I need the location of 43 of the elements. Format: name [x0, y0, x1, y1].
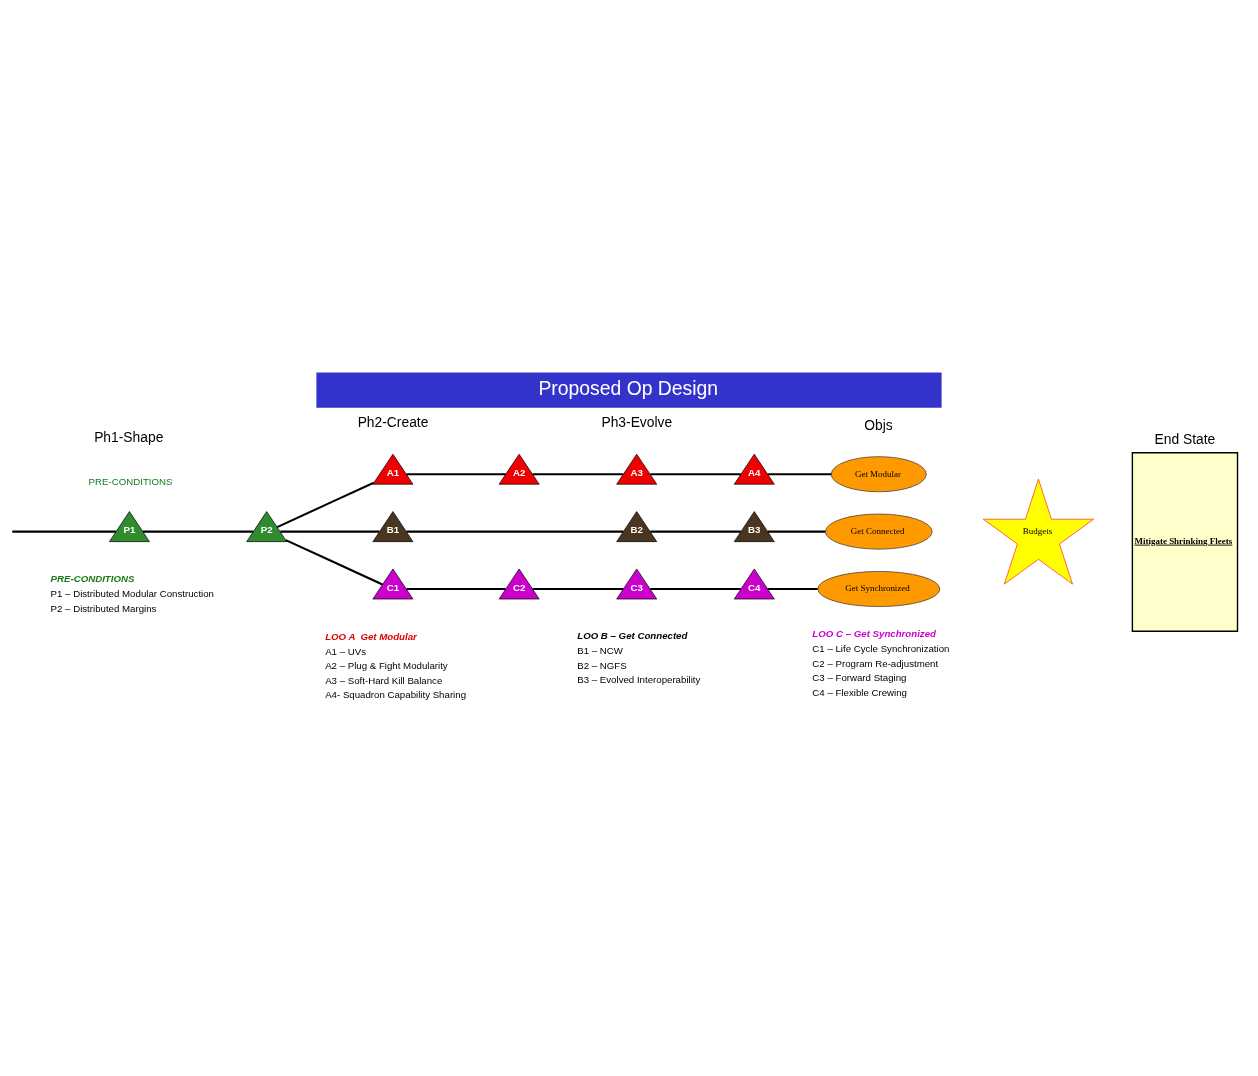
node-label: End State	[1154, 430, 1216, 447]
label: Ph3-Evolve	[601, 414, 673, 431]
label: PRE-CONDITIONS	[50, 573, 135, 585]
connector	[276, 481, 375, 529]
connector	[650, 473, 741, 476]
label: B2 – NGFS	[577, 659, 627, 671]
connector	[532, 587, 624, 591]
label: Ph1-Shape	[94, 429, 164, 446]
label: LOO C – Get Synchronized	[812, 627, 936, 639]
connector	[280, 530, 380, 533]
diagram-title: Proposed Op Design	[538, 377, 719, 400]
label: LOO A Get Modular	[325, 630, 417, 642]
connector	[406, 587, 506, 591]
node-ellipse: Get Synchronized	[817, 571, 941, 607]
connector	[532, 473, 624, 476]
connector	[285, 539, 383, 586]
label: P2 – Distributed Margins	[50, 602, 157, 614]
connector	[650, 530, 741, 533]
connector	[650, 587, 741, 591]
connector	[12, 530, 116, 533]
label: B1 – NCW	[577, 645, 623, 657]
label: A4- Squadron Capability Sharing	[325, 689, 467, 701]
connector	[767, 587, 818, 591]
node-ellipse: Get Connected	[825, 513, 933, 550]
label: P1 – Distributed Modular Construction	[50, 588, 215, 600]
node-ellipse: Get Modular	[830, 456, 927, 493]
label: A1 – UVs	[325, 645, 366, 657]
label: Ph2-Create	[357, 414, 429, 431]
label: C3 – Forward Staging	[812, 672, 907, 684]
connector	[767, 530, 826, 533]
connector	[142, 530, 254, 533]
label: C4 – Flexible Crewing	[812, 686, 907, 698]
connector	[767, 473, 832, 476]
label: Objs	[864, 416, 893, 433]
label: C1 – Life Cycle Synchronization	[812, 643, 950, 655]
label: C2 – Program Re-adjustment	[812, 657, 939, 669]
label: PRE-CONDITIONS	[88, 475, 173, 487]
label: LOO B – Get Connected	[577, 629, 688, 641]
label: B3 – Evolved Interoperability	[577, 674, 701, 686]
label: A2 – Plug & Fight Modularity	[325, 660, 448, 672]
connector	[406, 530, 624, 533]
connector	[406, 473, 506, 476]
label: A3 – Soft-Hard Kill Balance	[325, 674, 443, 686]
